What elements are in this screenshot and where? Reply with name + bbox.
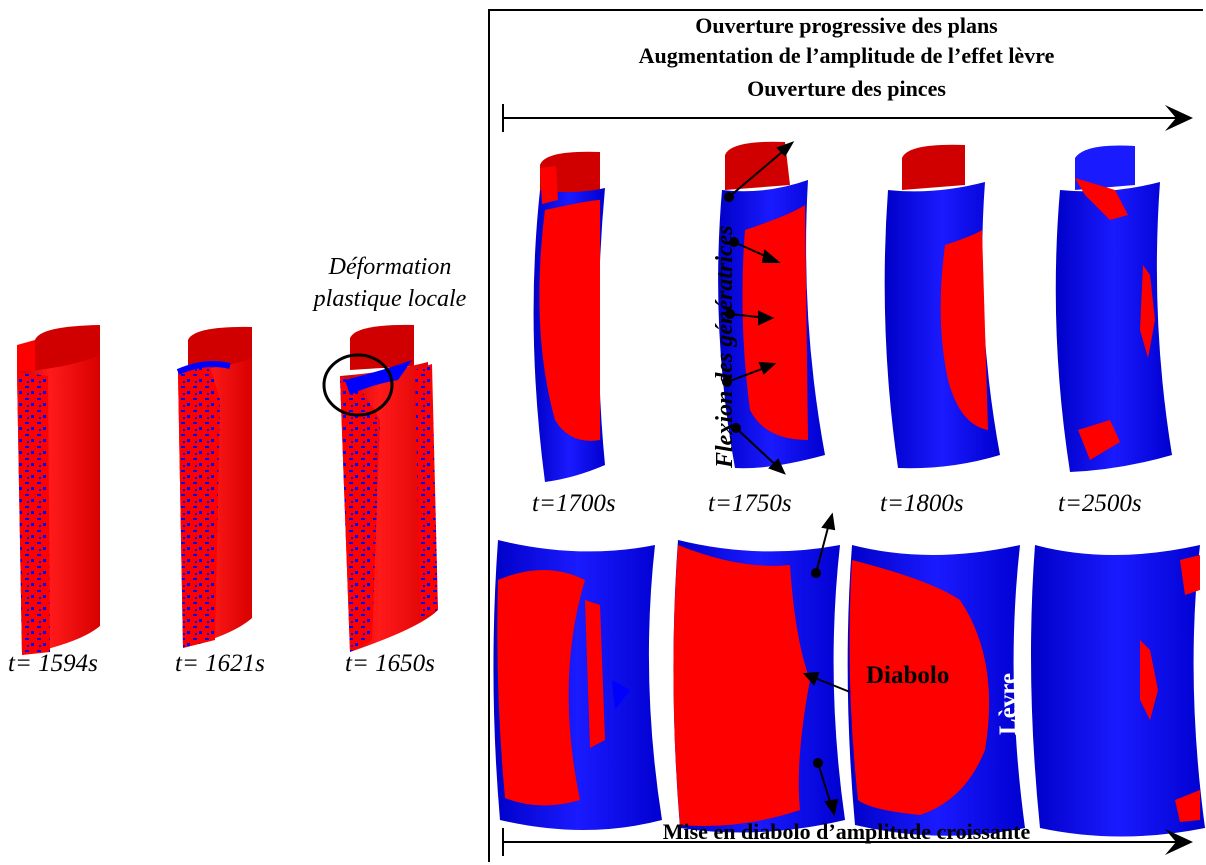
header-line-1: Ouverture progressive des plans [695,13,998,38]
levre-label: Lèvre [995,672,1022,735]
cylinder-t1650 [340,324,438,652]
time-label-2: t= 1621s [175,650,265,677]
time-label-6: t=1800s [880,490,964,517]
cylinder-bottom-3 [847,545,1025,836]
flexion-label: Flexion des génératrices [712,225,738,468]
diabolo-arrow [502,828,1193,856]
time-label-1: t= 1594s [8,650,98,677]
note-line-1: Déformation [328,254,452,280]
header-line-3: Ouverture des pinces [747,76,946,101]
note-line-2: plastique locale [313,286,467,312]
plastic-deformation-circle [322,353,394,417]
cylinder-t1594 [17,325,100,655]
opening-arrow [502,104,1193,132]
time-label-3: t= 1650s [345,650,435,677]
cylinder-bottom-4 [1031,545,1205,837]
cylinder-t2500 [1055,145,1172,472]
cylinder-t1621 [176,326,252,648]
cylinder-t1750 [718,141,825,469]
bottom-arrows [802,512,851,817]
cylinder-t1800 [884,144,1000,469]
header-line-2: Augmentation de l’amplitude de l’effet l… [638,43,1055,68]
flexion-arrows [722,141,795,475]
bottom-label: Mise en diabolo d’amplitude croissante [662,819,1031,844]
cylinder-bottom-2 [673,540,845,833]
diabolo-label: Diabolo [866,662,950,689]
cylinder-t1700 [533,151,605,482]
right-panel-frame [488,9,1203,862]
time-label-4: t=1700s [532,490,616,517]
time-label-5: t=1750s [708,490,792,517]
time-label-7: t=2500s [1058,490,1142,517]
cylinder-bottom-1 [493,540,662,830]
